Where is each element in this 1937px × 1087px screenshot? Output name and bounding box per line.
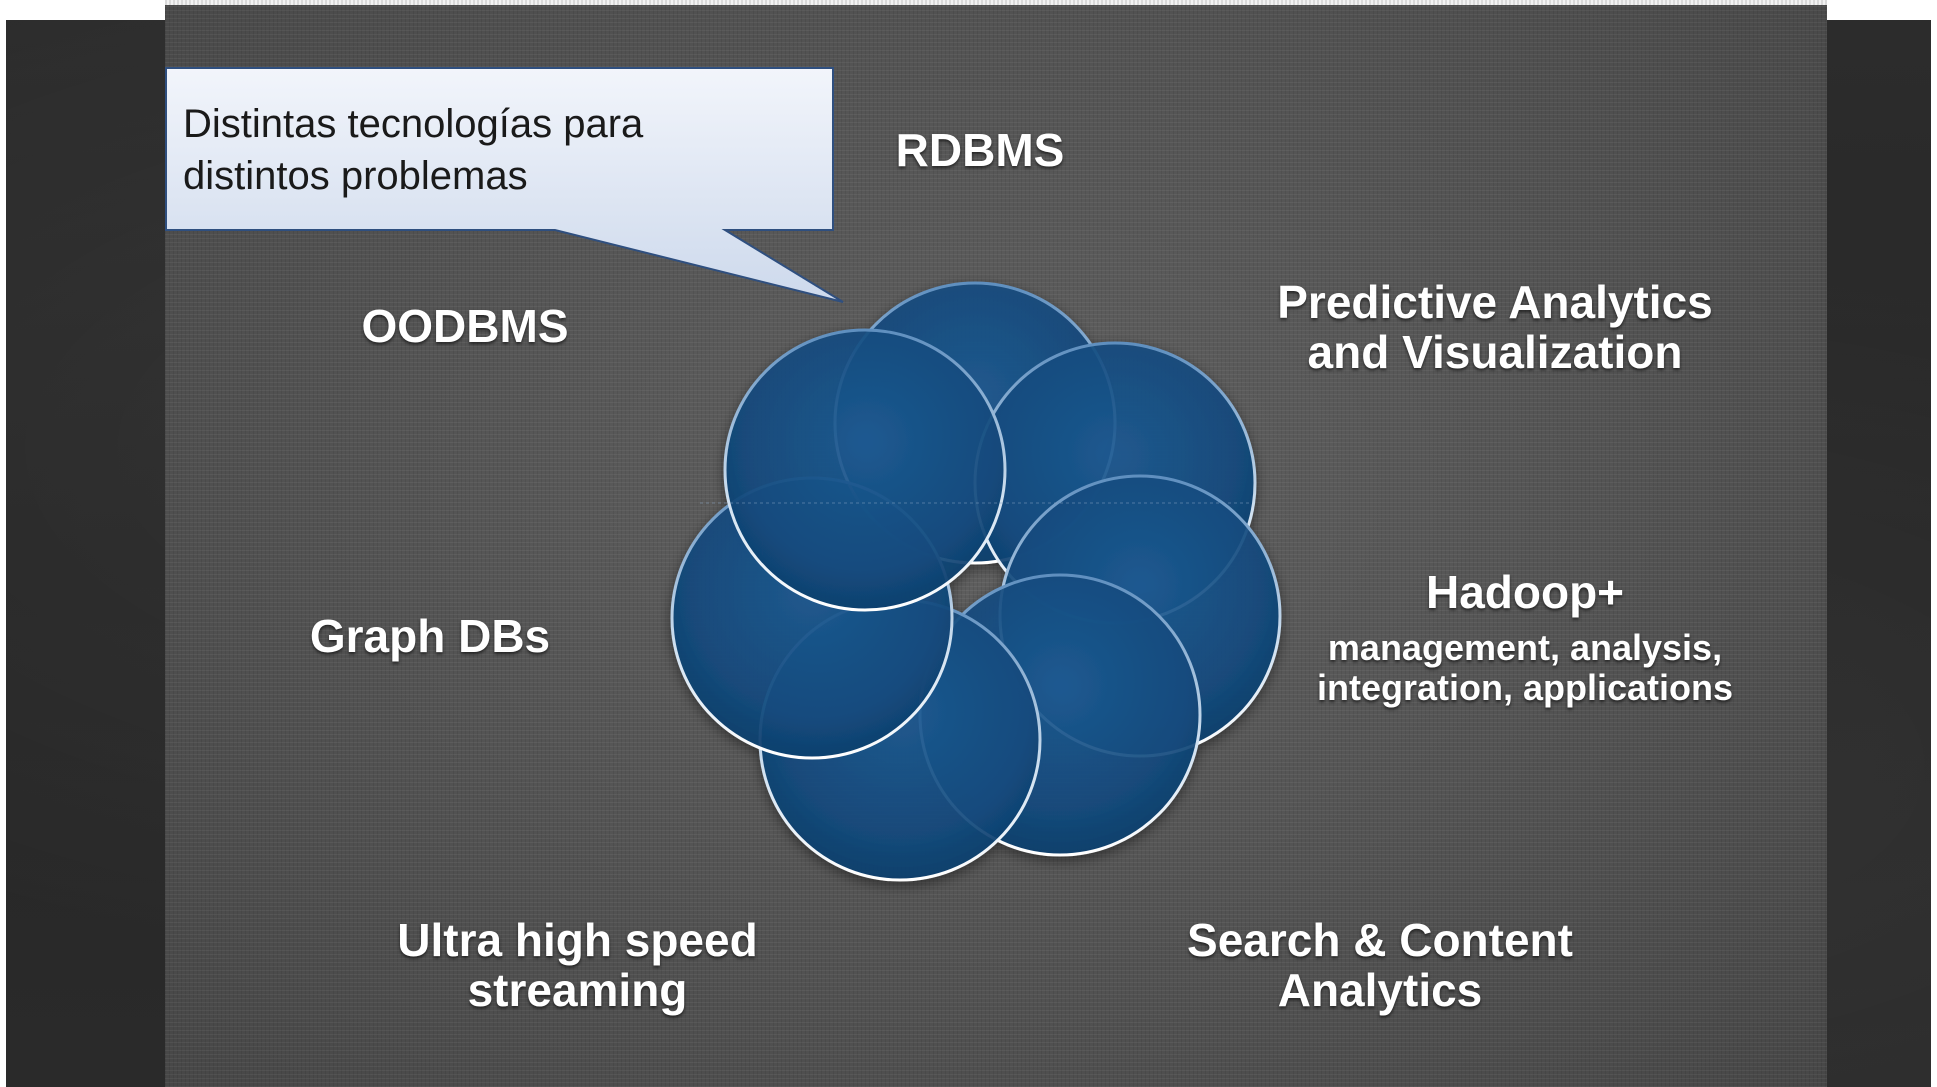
- label-oodbms-text: OODBMS: [361, 300, 569, 352]
- label-ultra-line-1: Ultra high speed: [397, 914, 758, 966]
- label-search-content: Search & Content Analytics: [1160, 914, 1600, 1016]
- label-rdbms-text: RDBMS: [895, 124, 1065, 176]
- label-graph-dbs: Graph DBs: [290, 610, 570, 662]
- label-search-line-2: Analytics: [1277, 963, 1483, 1016]
- label-ultra-streaming: Ultra high speed streaming: [370, 914, 785, 1016]
- label-predictive-analytics: Predictive Analytics and Visualization: [1235, 276, 1755, 378]
- label-graph-text: Graph DBs: [309, 610, 551, 662]
- label-rdbms: RDBMS: [870, 124, 1090, 176]
- disc-oodbms: [723, 328, 1007, 612]
- label-hadoop: Hadoop+ management, analysis, integratio…: [1290, 566, 1760, 708]
- label-hadoop-line-1: management, analysis,: [1327, 626, 1723, 668]
- label-hadoop-title: Hadoop+: [1425, 566, 1625, 618]
- label-oodbms: OODBMS: [340, 300, 590, 352]
- label-predictive-line-2: and Visualization: [1307, 325, 1683, 378]
- callout-text: Distintas tecnologías para distintos pro…: [183, 98, 803, 202]
- label-ultra-line-2: streaming: [467, 963, 688, 1016]
- label-predictive-line-1: Predictive Analytics: [1277, 276, 1713, 328]
- callout-line-2: distintos problemas: [183, 154, 528, 198]
- label-hadoop-line-2: integration, applications: [1316, 666, 1734, 708]
- callout-line-1: Distintas tecnologías para: [183, 102, 644, 146]
- label-search-line-1: Search & Content: [1187, 914, 1573, 966]
